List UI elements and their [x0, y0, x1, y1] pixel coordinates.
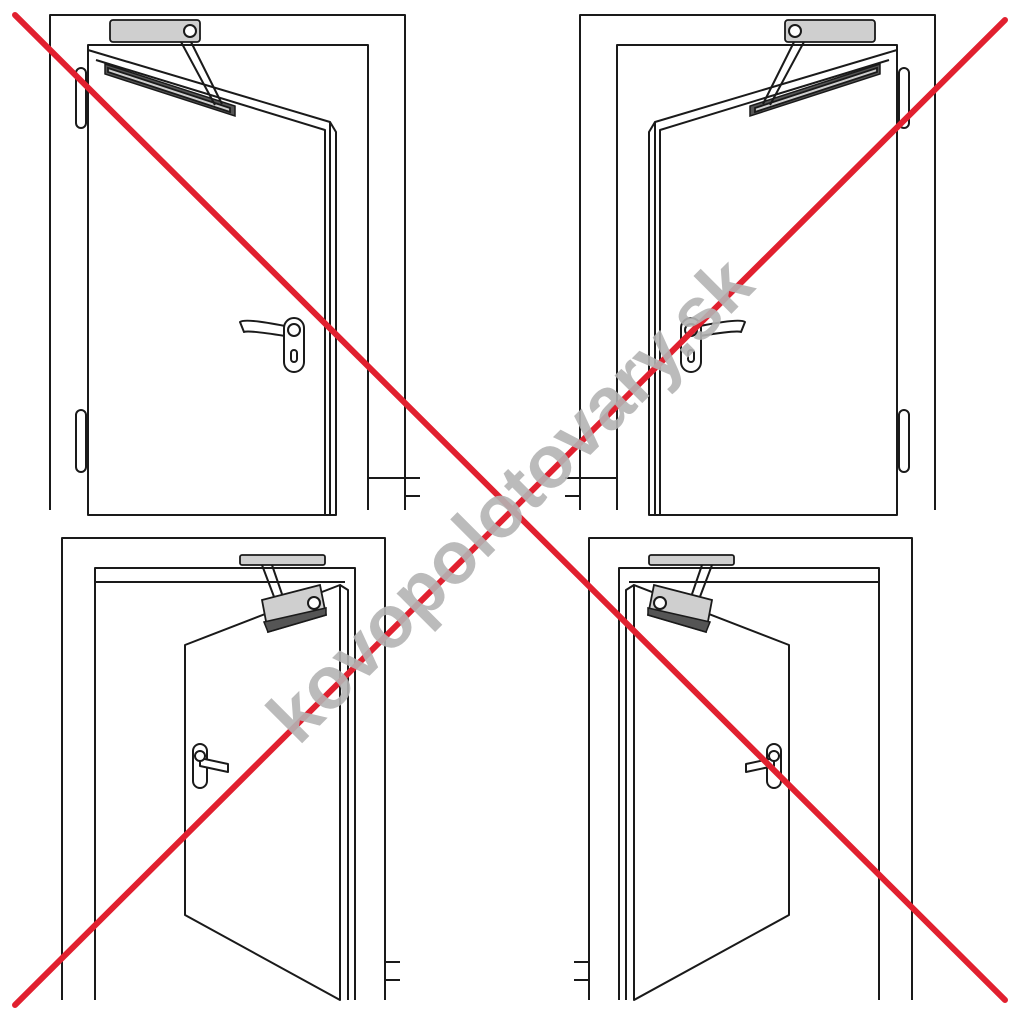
- door-bottom-right: [573, 537, 913, 1001]
- door-top-left: [49, 14, 421, 516]
- cross-out-line-1: [12, 12, 1008, 1003]
- cross-out-line-2: [12, 17, 1008, 1008]
